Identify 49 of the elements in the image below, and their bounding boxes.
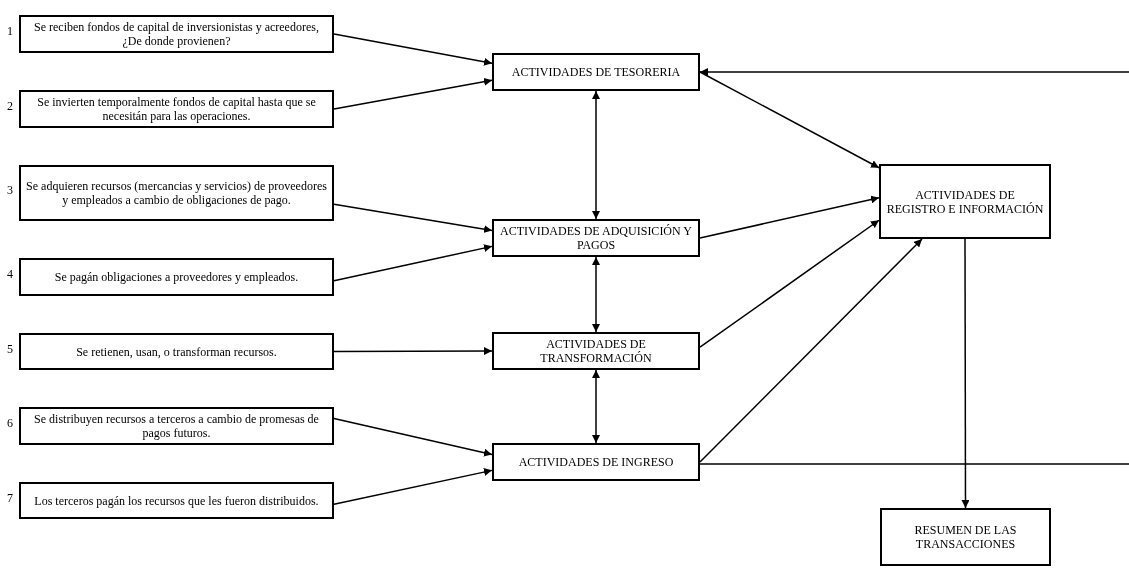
process-box xyxy=(19,482,334,519)
box-text: Se invierten temporalmente fondos de capital hasta que se necesitán para las operaciones. xyxy=(36,95,317,123)
step-number: 7 xyxy=(7,490,13,505)
process-box xyxy=(880,508,1051,566)
arrow xyxy=(699,195,880,239)
process-box xyxy=(492,443,700,481)
arrow xyxy=(699,68,1129,465)
arrow xyxy=(592,256,600,333)
box-text: ACTIVIDADES DE ADQUISICIÓN Y PAGOS xyxy=(499,224,693,252)
box-text: Se adquieren recursos (mercancias y servicios) de proveedores y empleados a cambio de obligaciones de pago. xyxy=(25,179,328,207)
box-text: Se distribuyen recursos a terceros a cambio de promesas de pagos futuros. xyxy=(33,412,320,440)
arrow xyxy=(961,238,970,509)
box-text: ACTIVIDADES DE INGRESO xyxy=(518,455,674,469)
arrow xyxy=(333,347,493,356)
process-box xyxy=(879,164,1051,239)
box-text: Los terceros pagán los recursos que les fueron distribuidos. xyxy=(34,493,319,508)
step-number: 1 xyxy=(7,24,13,38)
arrow xyxy=(699,219,880,348)
box-text: ACTIVIDADES DE TESORERIA xyxy=(511,65,681,79)
box-text: RESUMEN DE LAS TRANSACCIONES xyxy=(913,523,1018,551)
step-number: 4 xyxy=(7,267,13,281)
arrow xyxy=(592,90,600,220)
box-text: Se retienen, usan, o transforman recursos. xyxy=(76,344,277,359)
process-box xyxy=(19,258,334,296)
arrow xyxy=(333,244,493,282)
arrow xyxy=(333,77,493,110)
box-text: Se pagán obligaciones a proveedores y empleados. xyxy=(54,270,299,284)
arrow xyxy=(699,71,880,169)
step-number: 6 xyxy=(7,416,13,430)
step-number: 3 xyxy=(7,183,13,197)
arrow xyxy=(699,238,923,463)
process-box xyxy=(19,165,334,221)
box-text: ACTIVIDADES DE TRANSFORMACIÓN xyxy=(539,337,653,365)
process-box xyxy=(19,90,334,128)
step-number: 2 xyxy=(7,99,13,113)
process-box xyxy=(19,407,334,445)
process-box xyxy=(19,333,334,370)
process-box xyxy=(19,15,334,53)
process-box xyxy=(492,219,700,257)
process-box xyxy=(492,53,700,91)
arrow xyxy=(333,417,493,457)
box-text: ACTIVIDADES DE REGISTRO E INFORMACIÓN xyxy=(885,187,1045,216)
step-number: 5 xyxy=(7,341,13,356)
arrow xyxy=(333,203,493,234)
arrow xyxy=(592,369,600,444)
arrow xyxy=(333,468,493,505)
arrow xyxy=(333,33,493,66)
box-text: Se reciben fondos de capital de inversionistas y acreedores, ¿De donde provienen? xyxy=(33,20,320,48)
process-box xyxy=(492,332,700,370)
